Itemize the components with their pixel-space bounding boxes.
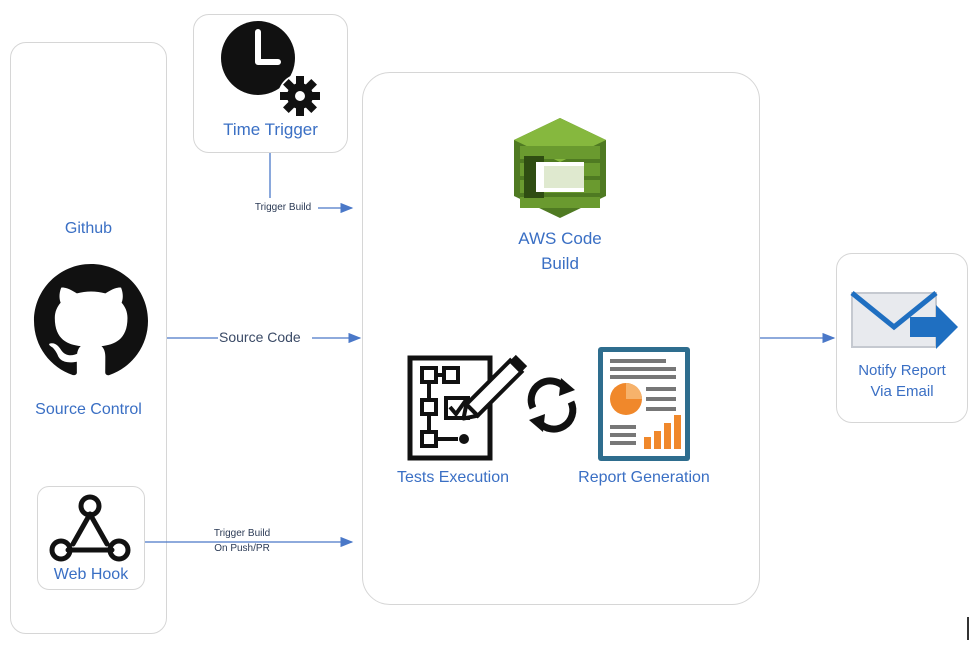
aws-codebuild-icon xyxy=(514,118,606,218)
push-trigger-line1: Trigger Build xyxy=(200,528,284,540)
source-code-label: Source Code xyxy=(219,329,301,345)
report-generation-icon xyxy=(598,347,690,461)
tests-execution-label: Tests Execution xyxy=(396,469,510,486)
time-trigger-label: Time Trigger xyxy=(223,120,318,139)
push-trigger-line2: On Push/PR xyxy=(200,543,284,555)
github-title: Github xyxy=(64,220,113,237)
source-control-label: Source Control xyxy=(35,401,142,418)
webhook-box xyxy=(37,486,145,590)
sync-arrows-icon xyxy=(527,377,577,433)
email-icon xyxy=(850,291,958,349)
notify-line2: Via Email xyxy=(870,383,934,400)
report-generation-label: Report Generation xyxy=(578,469,710,486)
github-icon xyxy=(34,264,148,376)
codebuild-title-line1: AWS Code xyxy=(518,229,602,248)
tests-execution-icon xyxy=(407,354,528,461)
trigger-build-label: Trigger Build xyxy=(254,202,312,213)
webhook-icon xyxy=(49,494,131,562)
notify-line1: Notify Report xyxy=(858,362,946,379)
clock-gear-icon xyxy=(221,21,322,118)
codebuild-title-line2: Build xyxy=(541,254,579,273)
webhook-label: Web Hook xyxy=(53,566,129,583)
